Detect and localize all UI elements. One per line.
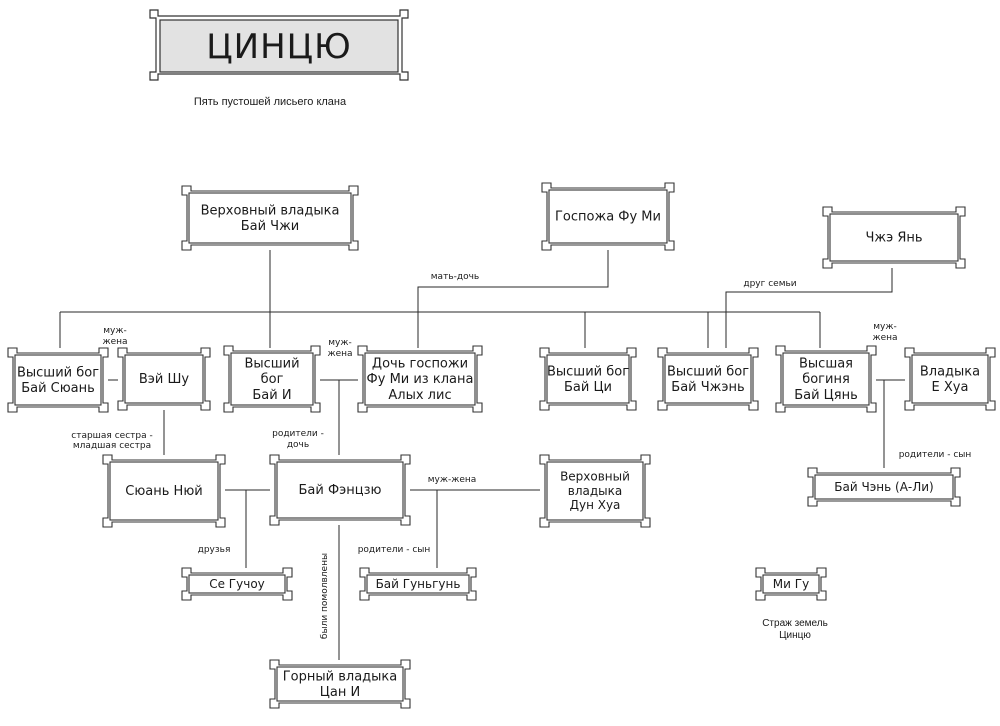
node-label-line: Фу Ми из клана [367,372,474,387]
caption-line-1: Страж земель [762,618,828,629]
label-sisters-b: младшая сестра [73,441,151,451]
label-friends: друзья [198,545,231,555]
label-husband-wife-2b: жена [327,349,352,359]
node-frame-inner [230,352,314,406]
node-frame-inner [548,189,668,244]
label-parents-daughter-a: родители - [272,429,324,439]
node-bai-fengjiu: Бай Фэнцзю [269,454,411,526]
label-parents-son-1: родители - сын [899,450,972,460]
label-mother-daughter: мать-дочь [431,272,479,282]
node-label-line: бог [261,372,284,387]
label-parents-son-2: родители - сын [358,545,431,555]
node-label-line: Верховный владыка [201,203,340,218]
node-label-line: Бай Цянь [794,388,858,403]
node-label-line: Госпожа Фу Ми [555,210,661,225]
node-label-line: Дочь госпожи [372,357,468,372]
node-frame-inner [109,461,219,521]
node-frame-inner [276,666,404,702]
node-label-line: Бай Чжи [241,219,300,234]
mi-gu-caption: Страж земель Цинцю [740,618,850,642]
node-frame-inner [829,213,959,262]
node-frame-inner [14,354,102,406]
node-label-line: Владыка [920,364,980,379]
node-label-line: Алых лис [388,388,451,403]
node-frame-inner [366,574,470,594]
node-label-line: Вэй Шу [139,372,190,387]
node-label-line: Высший [244,357,299,372]
label-husband-wife-3b: жена [872,333,897,343]
node-xuan-nu: Сюань Нюй [102,454,226,528]
node-wei-shu: Вэй Шу [117,347,211,411]
node-fu-mi: Госпожа Фу Ми [541,182,675,251]
node-label-line: Бай Ци [564,380,612,395]
label-husband-wife-3a: муж- [873,322,896,332]
caption-line-2: Цинцю [779,630,811,641]
title-plaque: ЦИНЦЮ [149,9,409,81]
label-family-friend: друг семьи [743,279,796,289]
node-xie-guzhou: Се Гучоу [181,567,293,601]
node-frame-inner [276,461,404,519]
label-husband-wife-4: муж-жена [428,475,477,485]
node-label-line: Высшая [799,357,853,372]
node-label-line: Бай Фэнцзю [299,483,382,498]
node-label-line: Верховный [560,469,630,483]
node-bai-chen: Бай Чэнь (А-Ли) [807,467,961,507]
node-label-line: Высший бог [547,364,629,379]
node-label-line: Е Хуа [932,380,969,395]
connector-lines [59,250,905,660]
diagram-title: ЦИНЦЮ [206,27,352,67]
node-label-line: Дун Хуа [570,498,621,512]
node-label-line: Бай Сюань [21,381,95,396]
node-label-line: Горный владыка [283,669,398,684]
node-label-line: Бай Чжэнь [671,380,744,395]
node-label-line: Высший бог [667,364,749,379]
label-husband-wife-1b: жена [102,337,127,347]
node-label-line: Се Гучоу [209,577,265,591]
label-were-engaged: были помолвлены [320,553,330,639]
node-label-line: владыка [568,484,622,498]
node-label-line: Бай Чэнь (А-Ли) [834,480,933,494]
node-label-line: Ми Гу [773,577,809,591]
node-frame-inner [546,461,644,521]
node-label-line: Бай И [252,388,291,403]
label-husband-wife-2a: муж- [328,338,351,348]
node-frame-inner [911,354,989,404]
edge-labels: мать-дочь друг семьи муж- жена муж- жена… [71,272,971,639]
node-label-line: Чжэ Янь [865,231,922,246]
node-frame-inner [364,352,476,406]
node-frame-inner [188,574,286,594]
node-label-line: Высший бог [17,365,99,380]
node-frame-inner [188,192,352,244]
node-frame-inner [762,574,820,594]
node-zhe-yan: Чжэ Янь [822,206,966,269]
node-label-line: богиня [802,372,850,387]
node-frame-inner [664,354,752,404]
node-frame-inner [814,474,954,500]
node-bai-gungun: Бай Гуньгунь [359,567,477,601]
node-frame-inner [782,352,870,406]
node-frame-inner [124,354,204,404]
node-frame-inner [546,354,630,404]
label-parents-daughter-b: дочь [287,440,309,450]
node-mi-gu: Ми Гу [755,567,827,601]
diagram-subtitle: Пять пустошей лисьего клана [193,96,347,108]
node-label-line: Сюань Нюй [125,484,202,499]
node-label-line: Цан И [320,685,360,700]
node-label-line: Бай Гуньгунь [376,577,461,591]
label-husband-wife-1a: муж- [103,326,126,336]
label-sisters-a: старшая сестра - [71,431,152,441]
